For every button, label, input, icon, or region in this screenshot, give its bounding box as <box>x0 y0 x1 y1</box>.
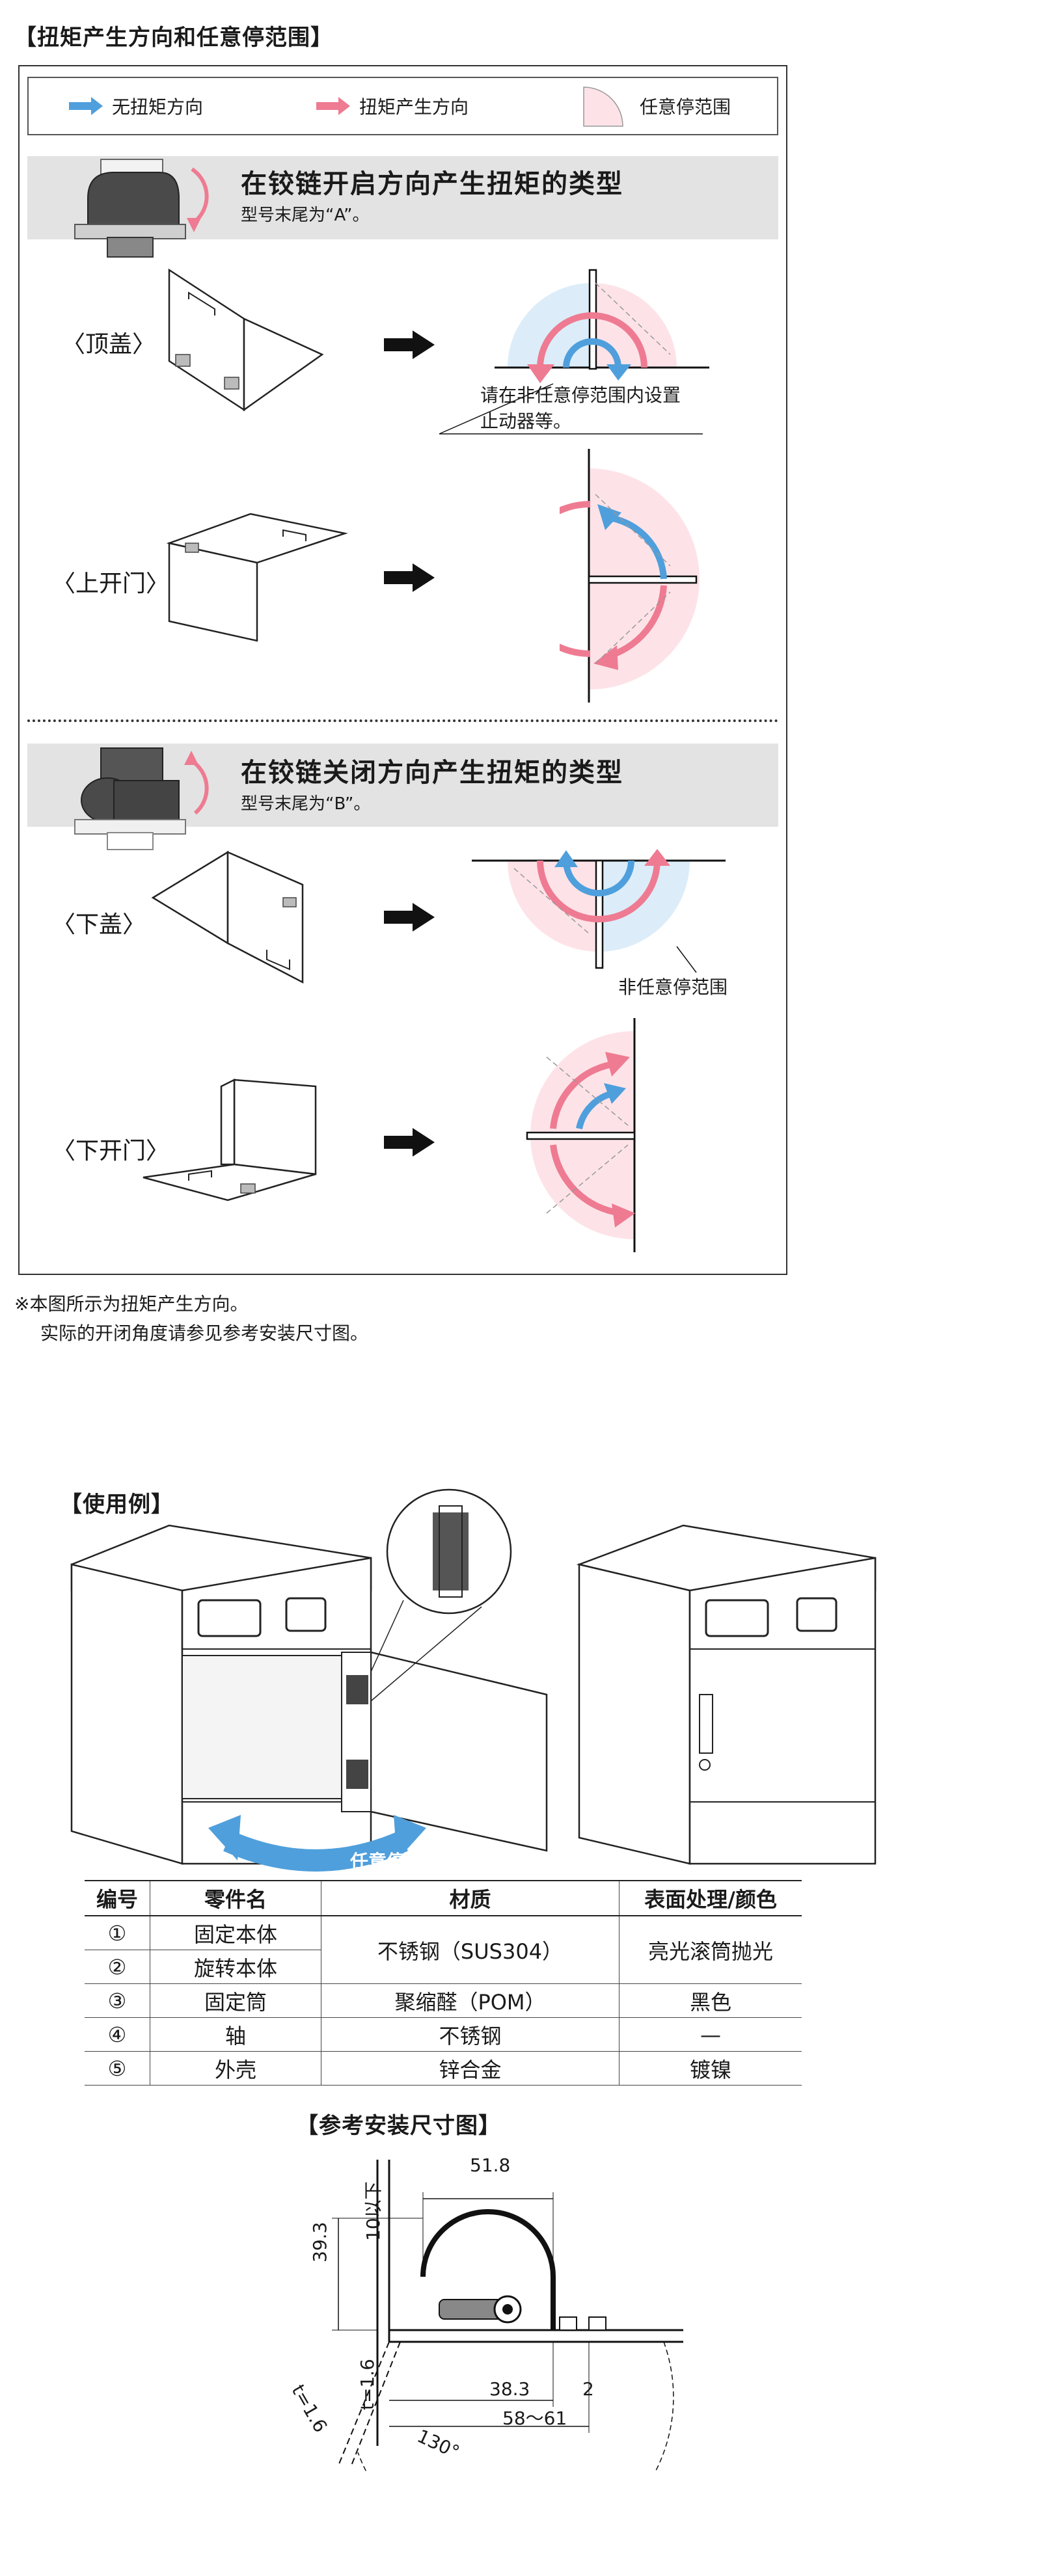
pink-arrow-icon <box>316 97 350 115</box>
quarter-circle-icon <box>583 87 623 127</box>
dim-d1: 38.3 <box>489 2378 530 2400</box>
table-row: ④ 轴 不锈钢 — <box>85 2017 802 2052</box>
row-finish: 黑色 <box>619 1983 802 2018</box>
lower-door-torque-diagram <box>526 1018 636 1252</box>
lower-lid-note: 非任意停范围 <box>618 976 728 998</box>
row-part-name: 外壳 <box>150 2051 321 2086</box>
legend-box: 无扭矩方向 扭矩产生方向 任意停范围 <box>27 77 778 135</box>
torque-frame <box>18 65 787 1275</box>
dim-d2: 2 <box>582 2378 594 2400</box>
row-material: 不锈钢 <box>321 2017 620 2052</box>
footnote-line-1: ※本图所示为扭矩产生方向。 <box>14 1293 249 1315</box>
arrow-right-icon <box>384 1128 435 1157</box>
row-part-name: 固定本体 <box>150 1916 321 1950</box>
col-material: 材质 <box>321 1880 620 1916</box>
table-row: ⑤ 外壳 锌合金 镀镍 <box>85 2051 802 2086</box>
upper-door-torque-diagram <box>560 449 700 703</box>
top-lid-torque-diagram <box>439 269 709 435</box>
row-part-name: 固定筒 <box>150 1983 321 2018</box>
row-material: 不锈钢（SUS304） <box>321 1916 620 1984</box>
hinge-open-icon <box>74 159 209 258</box>
dim-range: 58〜61 <box>502 2408 567 2429</box>
top-lid-label: 〈顶盖〉 <box>62 331 156 358</box>
type-b-subtitle: 型号末尾为“B”。 <box>241 794 371 814</box>
row-number: ① <box>85 1916 150 1950</box>
col-finish: 表面处理/颜色 <box>619 1880 802 1916</box>
type-a-subtitle: 型号末尾为“A”。 <box>241 206 370 225</box>
row-part-name: 旋转本体 <box>150 1950 321 1984</box>
hinge-close-icon <box>74 747 209 850</box>
row-finish: 镀镍 <box>619 2051 802 2086</box>
legend-torque: 扭矩产生方向 <box>315 78 469 134</box>
row-number: ② <box>85 1950 150 1984</box>
arrow-right-icon <box>384 330 435 359</box>
install-title: 【参考安装尺寸图】 <box>296 2113 501 2139</box>
row-number: ③ <box>85 1983 150 2018</box>
arrow-right-icon <box>384 903 435 932</box>
usage-title: 【使用例】 <box>60 1492 174 1518</box>
row-number: ④ <box>85 2017 150 2052</box>
col-part-name: 零件名 <box>150 1880 321 1916</box>
top-lid-box-illustration <box>168 268 324 412</box>
lower-lid-label: 〈下盖〉 <box>52 911 146 938</box>
table-row: ③ 固定筒 聚缩醛（POM） 黑色 <box>85 1983 802 2018</box>
dim-thickness-vertical: t=1.6 <box>357 2359 378 2410</box>
parts-table: 编号 零件名 材质 表面处理/颜色 ① 固定本体 不锈钢（SUS304） 亮光滚… <box>85 1880 802 2086</box>
row-material: 锌合金 <box>321 2051 620 2086</box>
type-a-title: 在铰链开启方向产生扭矩的类型 <box>241 169 623 199</box>
install-dimension-drawing <box>332 2160 683 2472</box>
dim-clearance: 10以下 <box>362 2181 384 2241</box>
row-part-name: 轴 <box>150 2017 321 2052</box>
lower-lid-box-illustration <box>151 850 304 984</box>
row-finish: 亮光滚筒抛光 <box>619 1916 802 1984</box>
row-finish: — <box>619 2017 802 2052</box>
usage-cabinets-illustration <box>70 1488 877 1872</box>
dim-width: 51.8 <box>470 2154 511 2176</box>
lower-door-label: 〈下开门〉 <box>52 1138 170 1164</box>
blue-arrow-icon <box>69 97 103 115</box>
legend-torque-label: 扭矩产生方向 <box>359 96 469 118</box>
legend-free-stop-label: 任意停范围 <box>640 96 731 118</box>
legend-no-torque-label: 无扭矩方向 <box>112 96 204 118</box>
col-number: 编号 <box>85 1880 150 1916</box>
parts-header-row: 编号 零件名 材质 表面处理/颜色 <box>85 1880 802 1916</box>
arrow-right-icon <box>384 563 435 592</box>
legend-free-stop: 任意停范围 <box>579 78 731 134</box>
row-number: ⑤ <box>85 2051 150 2086</box>
footnote-line-2: 实际的开闭角度请参见参考安装尺寸图。 <box>40 1322 369 1344</box>
top-lid-note: 请在非任意停范围内设置止动器等。 <box>480 384 681 432</box>
lower-door-box-illustration <box>143 1078 317 1201</box>
dim-height: 39.3 <box>309 2221 331 2262</box>
table-row: ② 旋转本体 <box>85 1950 802 1984</box>
table-row: ① 固定本体 不锈钢（SUS304） 亮光滚筒抛光 <box>85 1916 802 1984</box>
upper-door-box-illustration <box>166 513 348 642</box>
row-material: 聚缩醛（POM） <box>321 1983 620 2018</box>
type-b-title: 在铰链关闭方向产生扭矩的类型 <box>241 758 623 788</box>
legend-no-torque: 无扭矩方向 <box>68 78 203 134</box>
free-stop-badge: 任意停 <box>349 1851 405 1872</box>
upper-door-label: 〈上开门〉 <box>52 570 170 597</box>
section-divider <box>27 719 778 722</box>
torque-section-title: 【扭矩产生方向和任意停范围】 <box>14 25 333 51</box>
lower-lid-torque-diagram <box>472 849 726 973</box>
